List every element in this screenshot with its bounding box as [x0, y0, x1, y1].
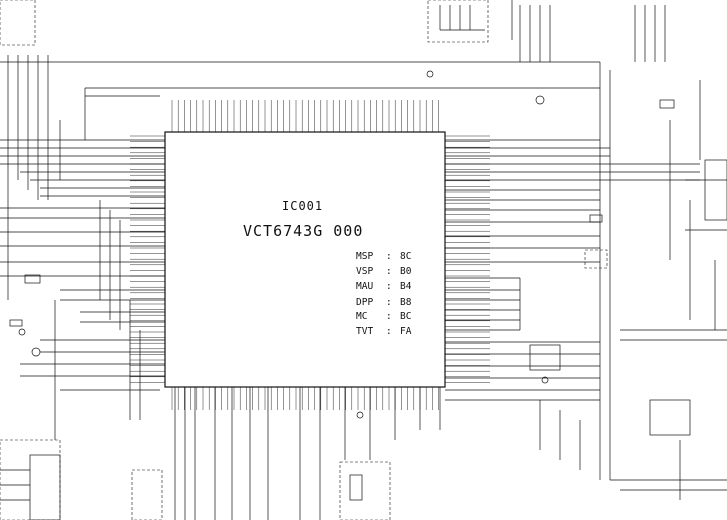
register-sep-mau: : [386, 281, 392, 292]
register-value-tvt: FA [400, 326, 412, 337]
ic-bottom-pins [171, 387, 439, 410]
register-value-mau: B4 [400, 281, 412, 292]
ic-body-outline [164, 131, 446, 388]
ic-reference-label: IC001 [282, 199, 323, 213]
register-name-tvt: TVT [356, 326, 373, 337]
register-sep-vsp: : [386, 266, 392, 277]
register-table: MSP : 8C VSP : B0 MAU : B4 DPP : B8 MC :… [356, 251, 412, 337]
register-name-dpp: DPP [356, 297, 373, 308]
register-value-dpp: B8 [400, 297, 412, 308]
register-name-mc: MC [356, 311, 367, 322]
register-value-msp: 8C [400, 251, 411, 262]
register-value-vsp: B0 [400, 266, 412, 277]
register-sep-mc: : [386, 311, 392, 322]
ic-part-number-label: VCT6743G 000 [243, 222, 363, 240]
register-value-mc: BC [400, 311, 411, 322]
ic-right-pins [445, 135, 490, 383]
register-sep-dpp: : [386, 297, 392, 308]
register-sep-msp: : [386, 251, 392, 262]
register-name-vsp: VSP [356, 266, 373, 277]
register-sep-tvt: : [386, 326, 392, 337]
register-name-mau: MAU [356, 281, 373, 292]
ic-top-pins [171, 100, 439, 132]
ic-left-pins [130, 135, 165, 383]
register-name-msp: MSP [356, 251, 373, 262]
small-components [9, 70, 675, 419]
